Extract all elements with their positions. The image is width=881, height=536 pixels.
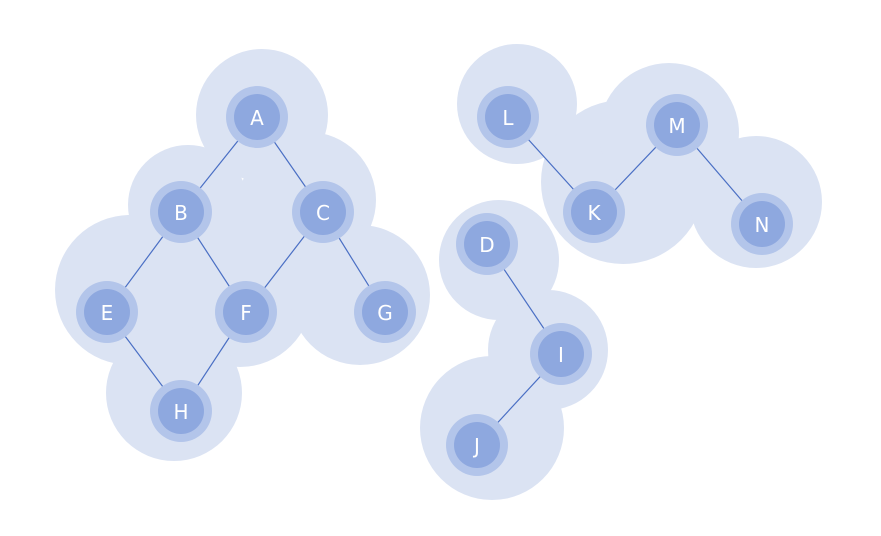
node-f[interactable]: F [215,281,277,343]
node-core [158,189,204,235]
node-label: I [558,343,564,367]
node-j[interactable]: J [446,414,508,476]
node-core [485,94,531,140]
node-label: C [316,201,330,225]
node-label: K [587,201,601,225]
node-core [654,102,700,148]
graph-nodes: A B C E F G H L M K N D I J [76,86,793,476]
node-core [454,422,500,468]
node-h[interactable]: H [150,380,212,442]
node-e[interactable]: E [76,281,138,343]
node-k[interactable]: K [563,181,625,243]
node-core [538,331,584,377]
node-label: N [755,213,770,237]
node-n[interactable]: N [731,193,793,255]
node-core [362,289,408,335]
node-m[interactable]: M [646,94,708,156]
node-d[interactable]: D [456,213,518,275]
node-label: D [479,233,494,257]
node-i[interactable]: I [530,323,592,385]
node-label: E [101,301,114,325]
node-g[interactable]: G [354,281,416,343]
node-label: B [174,201,188,225]
node-label: G [377,301,393,325]
node-label: F [240,301,252,325]
node-core [223,289,269,335]
node-b[interactable]: B [150,181,212,243]
node-core [739,201,785,247]
node-label: L [502,106,514,130]
node-core [300,189,346,235]
node-label: J [472,434,480,458]
node-core [158,388,204,434]
node-label: M [668,114,685,138]
node-core [84,289,130,335]
node-l[interactable]: L [477,86,539,148]
node-core [571,189,617,235]
node-core [464,221,510,267]
node-core [234,94,280,140]
node-c[interactable]: C [292,181,354,243]
node-a[interactable]: A [226,86,288,148]
node-label: H [173,400,188,424]
node-label: A [250,106,264,130]
